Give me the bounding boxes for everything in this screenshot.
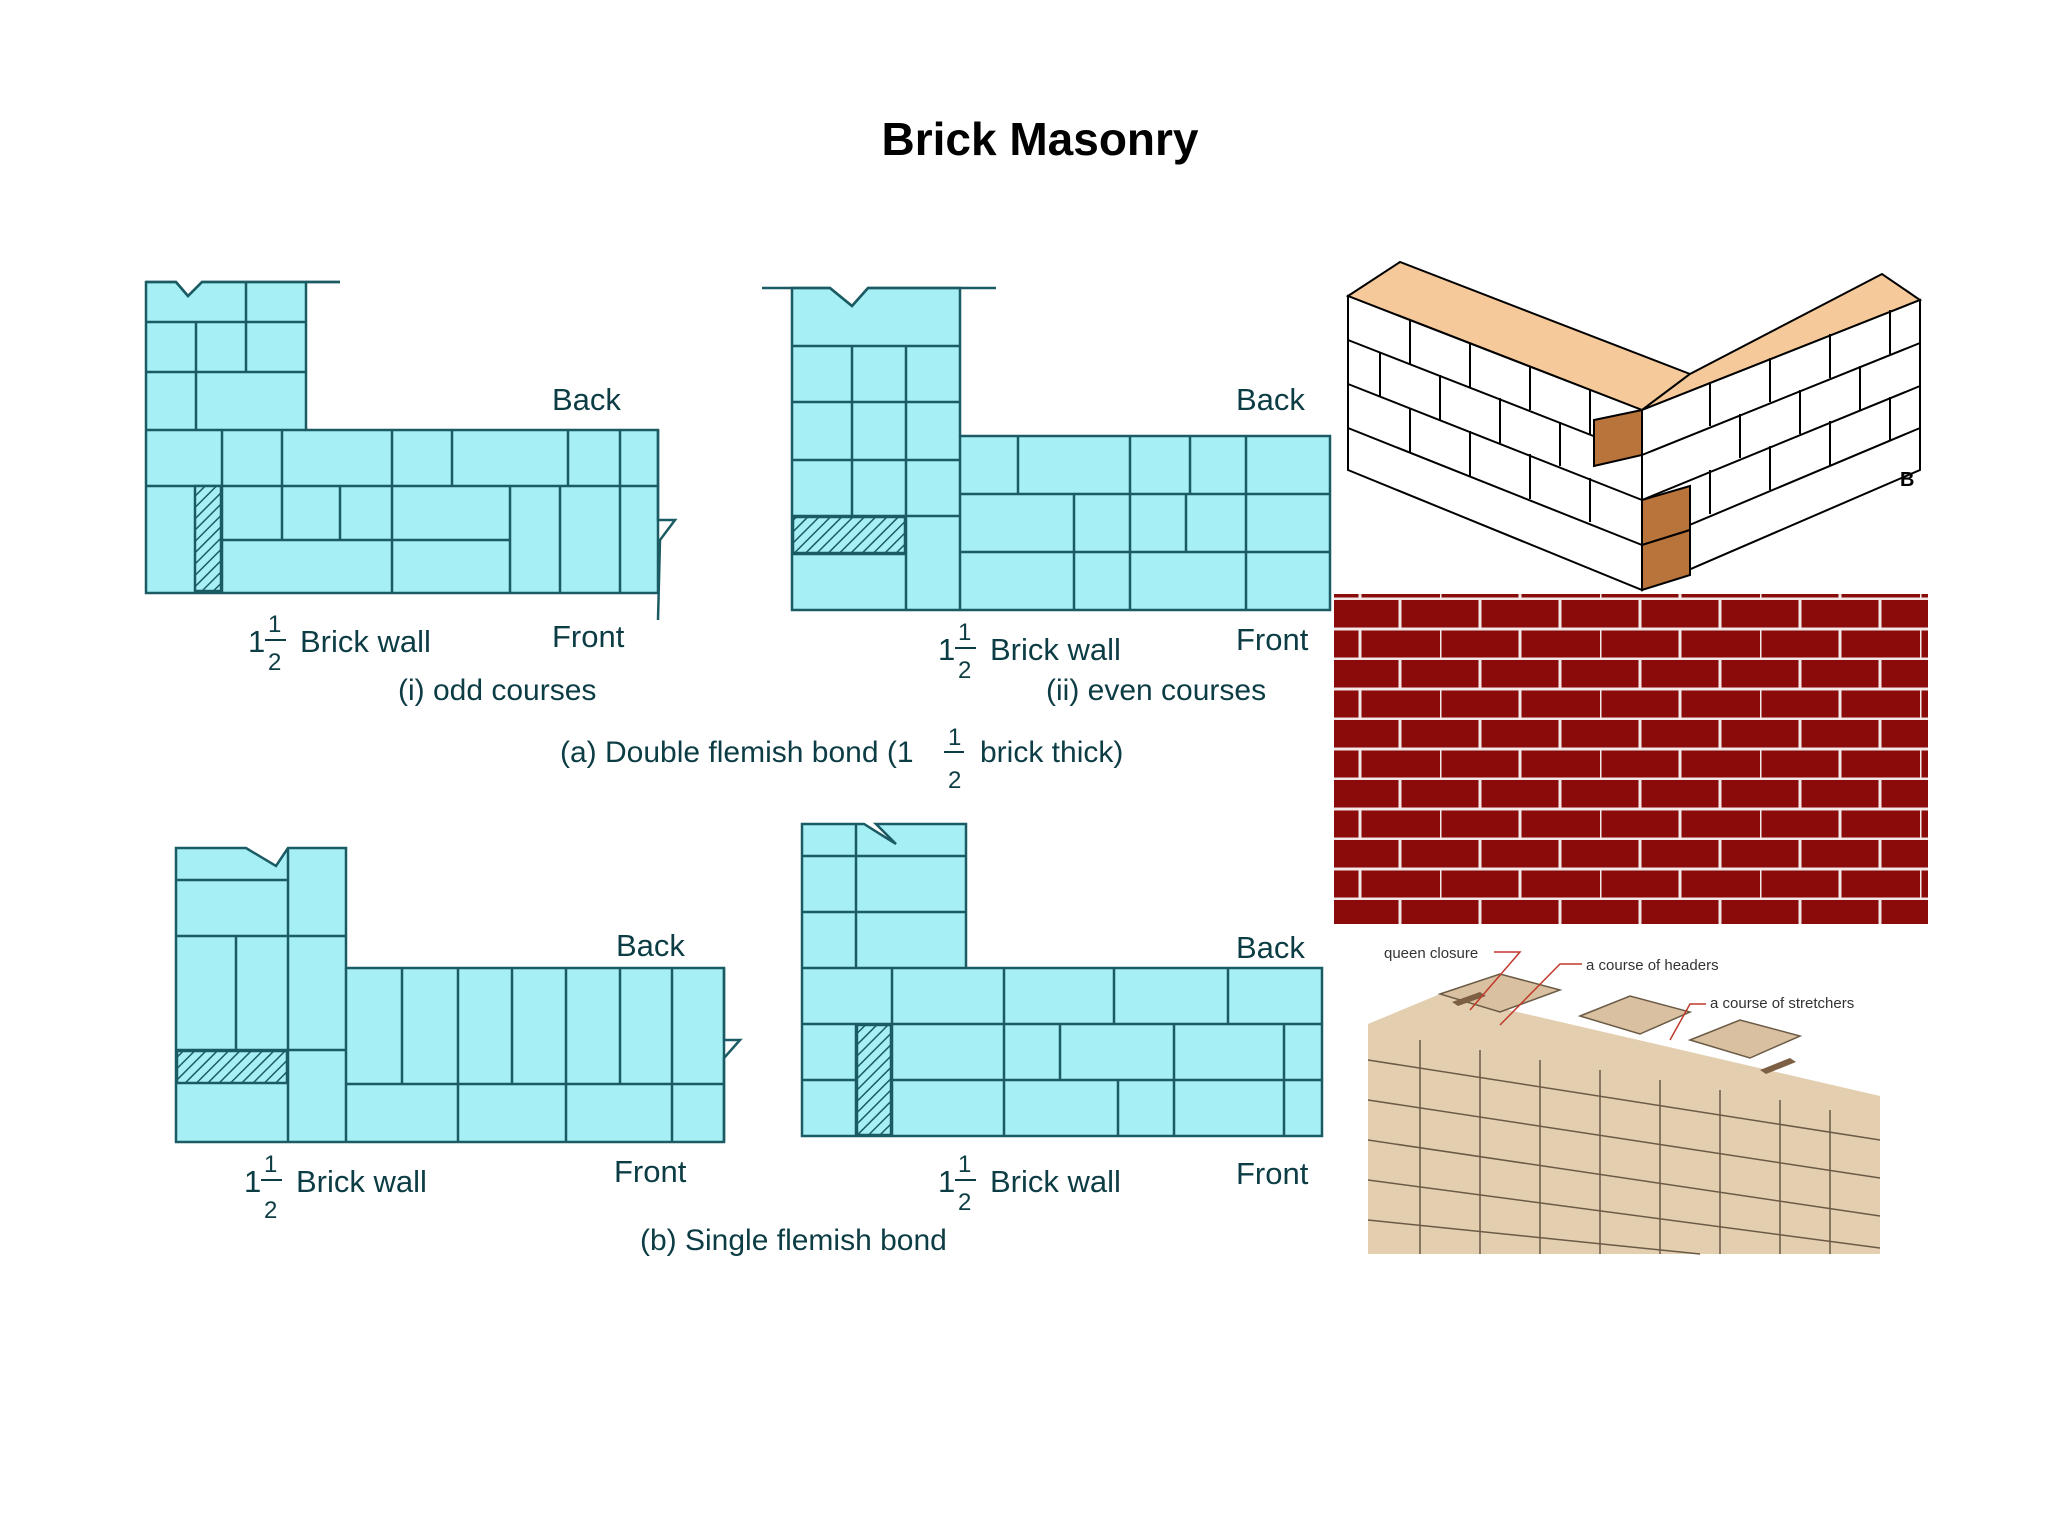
front-label: Front [614, 1154, 687, 1189]
caption-a: (a) Double flemish bond (1 [560, 736, 914, 769]
course-stretchers-label: a course of stretchers [1710, 995, 1854, 1012]
break-line [762, 286, 996, 308]
back-label: Back [616, 928, 685, 963]
break-line [722, 968, 743, 1142]
bond-illustration [1367, 973, 1881, 1255]
wall-whole: 1 [244, 1164, 261, 1199]
queen-closure-label: queen closure [1384, 945, 1478, 962]
wall-denominator: 2 [264, 1197, 277, 1224]
wall-denominator: 2 [268, 649, 281, 676]
wall-label: Brick wall [990, 1164, 1121, 1199]
wall-numerator: 1 [264, 1151, 277, 1178]
plan-b-right [800, 822, 1324, 1138]
course-headers-label: a course of headers [1586, 957, 1719, 974]
caption-a-numerator: 1 [948, 724, 961, 751]
back-label: Back [552, 382, 621, 417]
wall-label: Brick wall [300, 624, 431, 659]
plan-a-even [790, 286, 1332, 612]
callout-lines [1469, 951, 1706, 1041]
front-label: Front [552, 619, 625, 654]
wall-denominator: 2 [958, 657, 971, 684]
back-label: Back [1236, 382, 1305, 417]
front-label: Front [1236, 622, 1309, 657]
caption-a-suffix: brick thick) [980, 736, 1123, 769]
caption-a-denominator: 2 [948, 767, 961, 794]
wall-numerator: 1 [268, 611, 281, 638]
wall-denominator: 2 [958, 1189, 971, 1216]
break-line [656, 430, 678, 621]
wall-numerator: 1 [958, 1151, 971, 1178]
corner-wall-illustration: B [1338, 256, 1928, 596]
front-label: Front [1236, 1156, 1309, 1191]
red-brick-wall [1334, 594, 1928, 924]
wall-whole: 1 [248, 624, 265, 659]
wall-whole: 1 [938, 632, 955, 667]
wall-label: Brick wall [990, 632, 1121, 667]
corner-marker: B [1900, 469, 1914, 491]
wall-label: Brick wall [296, 1164, 427, 1199]
slide-title: Brick Masonry [881, 113, 1199, 165]
break-line [146, 280, 340, 298]
plan-a-odd [144, 280, 660, 595]
caption-odd: (i) odd courses [398, 674, 596, 707]
wall-whole: 1 [938, 1164, 955, 1199]
wall-numerator: 1 [958, 619, 971, 646]
caption-even: (ii) even courses [1046, 674, 1266, 707]
back-label: Back [1236, 930, 1305, 965]
caption-b: (b) Single flemish bond [640, 1224, 947, 1257]
plan-b-left [174, 846, 726, 1144]
